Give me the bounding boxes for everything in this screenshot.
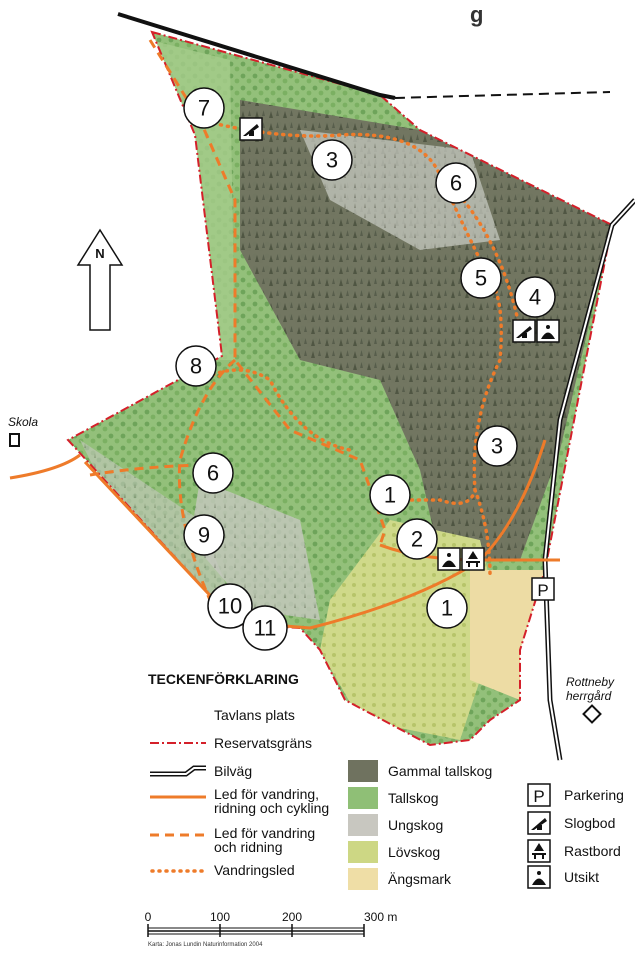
marker-4[interactable]: 4 <box>514 276 556 318</box>
marker-5[interactable]: 5 <box>460 257 502 299</box>
parking-marker-label: P <box>537 581 548 600</box>
marker-6[interactable]: 6 <box>192 452 234 494</box>
legend-line-label: Reservatsgräns <box>214 735 312 751</box>
marker-3[interactable]: 3 <box>476 425 518 467</box>
scale-tick-label: 0 <box>145 910 152 924</box>
parking-marker: P <box>531 577 555 601</box>
north-arrow: N <box>76 228 124 331</box>
legend-forest-label: Lövskog <box>388 844 440 860</box>
north-label: N <box>95 246 104 261</box>
marker-8[interactable]: 8 <box>175 345 217 387</box>
legend-forest-swatch <box>348 814 378 836</box>
marker-1[interactable]: 1 <box>369 474 411 516</box>
forest-legend: Gammal tallskogTallskogUngskogLövskogÄng… <box>348 760 492 890</box>
title-fragment: g <box>470 2 483 27</box>
legend-forest-swatch <box>348 841 378 863</box>
marker-6[interactable]: 6 <box>435 162 477 204</box>
marker-9[interactable]: 9 <box>183 514 225 556</box>
svg-text:9: 9 <box>198 523 210 548</box>
marker-1[interactable]: 1 <box>426 587 468 629</box>
legend-line-label: Tavlans plats <box>214 707 295 723</box>
svg-text:5: 5 <box>475 266 487 291</box>
svg-text:P: P <box>533 787 544 806</box>
manor-icon <box>582 704 602 724</box>
road-north-dashed <box>394 91 611 99</box>
school-icon <box>9 433 20 447</box>
rastbord-icon <box>527 839 551 863</box>
legend-heading: TECKENFÖRKLARING <box>148 671 299 687</box>
utsikt-icon <box>437 547 461 571</box>
legend-line-label: ridning och cykling <box>214 800 329 816</box>
marker-11[interactable]: 11 <box>242 605 288 651</box>
road-north <box>117 12 396 100</box>
svg-text:1: 1 <box>441 596 453 621</box>
svg-text:6: 6 <box>450 171 462 196</box>
marker-3[interactable]: 3 <box>311 139 353 181</box>
svg-text:8: 8 <box>190 354 202 379</box>
legend-forest-swatch <box>348 868 378 890</box>
svg-text:1: 1 <box>384 483 396 508</box>
place-label-skola: Skola <box>8 415 38 429</box>
scale-tick-label: 200 <box>282 910 302 924</box>
svg-text:3: 3 <box>326 148 338 173</box>
legend-line-label: och ridning <box>214 839 283 855</box>
scale-tick-label: 300 m <box>364 910 397 924</box>
reserve-boundary <box>66 30 614 747</box>
legend-line-label: Led för vandring, <box>214 786 319 802</box>
legend-symbol-label: Rastbord <box>564 843 621 859</box>
legend-line-label: Vandringsled <box>214 862 295 878</box>
svg-text:4: 4 <box>529 285 541 310</box>
legend-forest-label: Ängsmark <box>388 871 452 887</box>
scale-bar: 0 100 200 300 m <box>145 910 397 937</box>
svg-text:3: 3 <box>491 434 503 459</box>
marker-7[interactable]: 7 <box>183 87 225 129</box>
legend-parking: P <box>527 783 551 807</box>
slogbod-icon <box>239 117 263 141</box>
legend: TECKENFÖRKLARING Tavlans plats Reservats… <box>148 671 624 890</box>
legend-symbol-label: Parkering <box>564 787 624 803</box>
svg-text:11: 11 <box>254 616 277 641</box>
legend-forest-label: Tallskog <box>388 790 439 806</box>
slogbod-icon <box>512 319 536 343</box>
utsikt-icon <box>527 865 551 889</box>
legend-forest-label: Gammal tallskog <box>388 763 492 779</box>
place-label-herrgard: herrgård <box>566 689 612 703</box>
svg-text:6: 6 <box>207 461 219 486</box>
legend-forest-label: Ungskog <box>388 817 443 833</box>
marker-2[interactable]: 2 <box>396 518 438 560</box>
trail-bike-horse <box>9 439 560 630</box>
trail-hike-horse <box>89 39 387 601</box>
rastbord-icon <box>461 547 485 571</box>
map-credit: Karta: Jonas Lundin Naturinformation 200… <box>148 942 263 948</box>
utsikt-icon <box>536 319 560 343</box>
scale-tick-label: 100 <box>210 910 230 924</box>
place-label-rottneby: Rottneby <box>566 675 615 689</box>
marker-10[interactable]: 10 <box>207 583 253 629</box>
legend-line-label: Led för vandring <box>214 825 315 841</box>
slogbod-icon <box>527 811 551 835</box>
legend-symbol-label: Slogbod <box>564 815 615 831</box>
legend-line-label: Bilväg <box>214 763 252 779</box>
svg-text:7: 7 <box>198 96 210 121</box>
svg-text:10: 10 <box>218 594 242 619</box>
svg-text:2: 2 <box>411 527 423 552</box>
legend-forest-swatch <box>348 760 378 782</box>
legend-forest-swatch <box>348 787 378 809</box>
legend-symbol-label: Utsikt <box>564 869 599 885</box>
